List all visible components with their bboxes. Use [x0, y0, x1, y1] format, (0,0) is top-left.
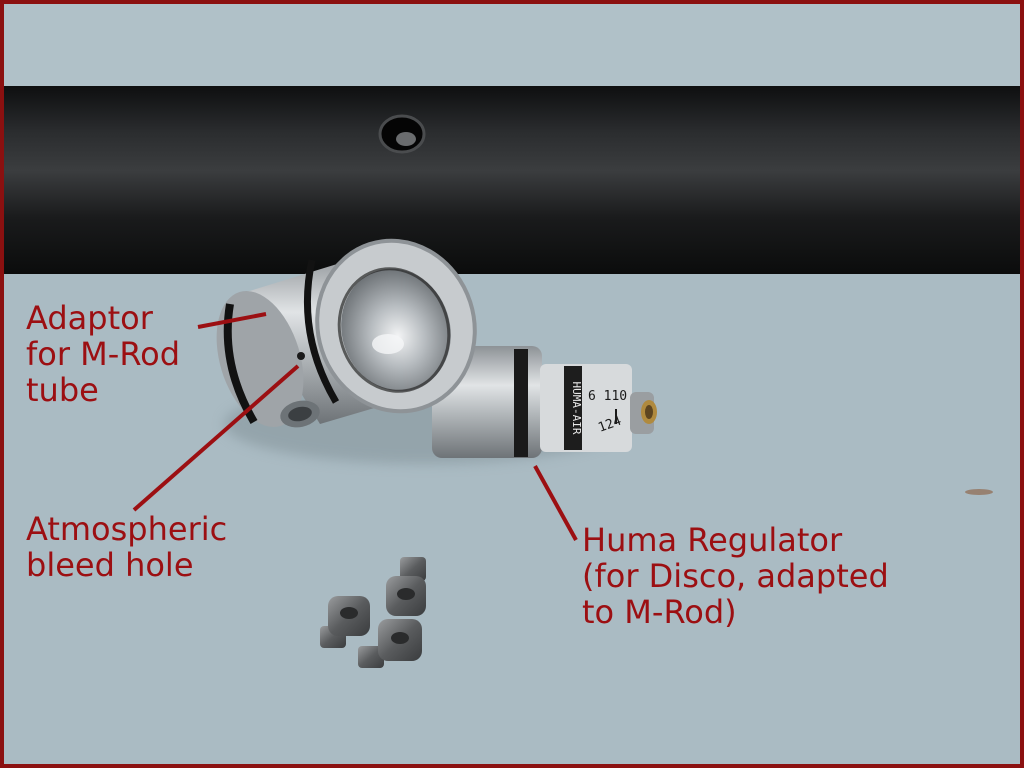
cap-screw-1: [386, 557, 426, 616]
black-tube: [4, 86, 1020, 274]
photo-scene: HUMA-AIR 6 110 124: [4, 4, 1020, 764]
gauge-numbers-top: 6 110: [588, 389, 627, 404]
adaptor-callout-line: [197, 312, 267, 329]
cap-screws: [320, 557, 426, 668]
regulator-label: Huma Regulator (for Disco, adapted to M-…: [582, 521, 889, 631]
cap-screw-2: [320, 596, 370, 648]
cap-screw-3: [358, 619, 422, 668]
adaptor-bleed-hole: [297, 352, 305, 360]
gauge-brand-text: HUMA-AIR: [570, 382, 583, 435]
bleed-hole-label: Atmospheric bleed hole: [26, 510, 228, 584]
bleed-hole-callout-line: [132, 364, 300, 512]
adaptor-bore: [341, 268, 451, 392]
adaptor-label: Adaptor for M-Rod tube: [26, 299, 181, 409]
regulator-callout-line: [533, 465, 578, 541]
